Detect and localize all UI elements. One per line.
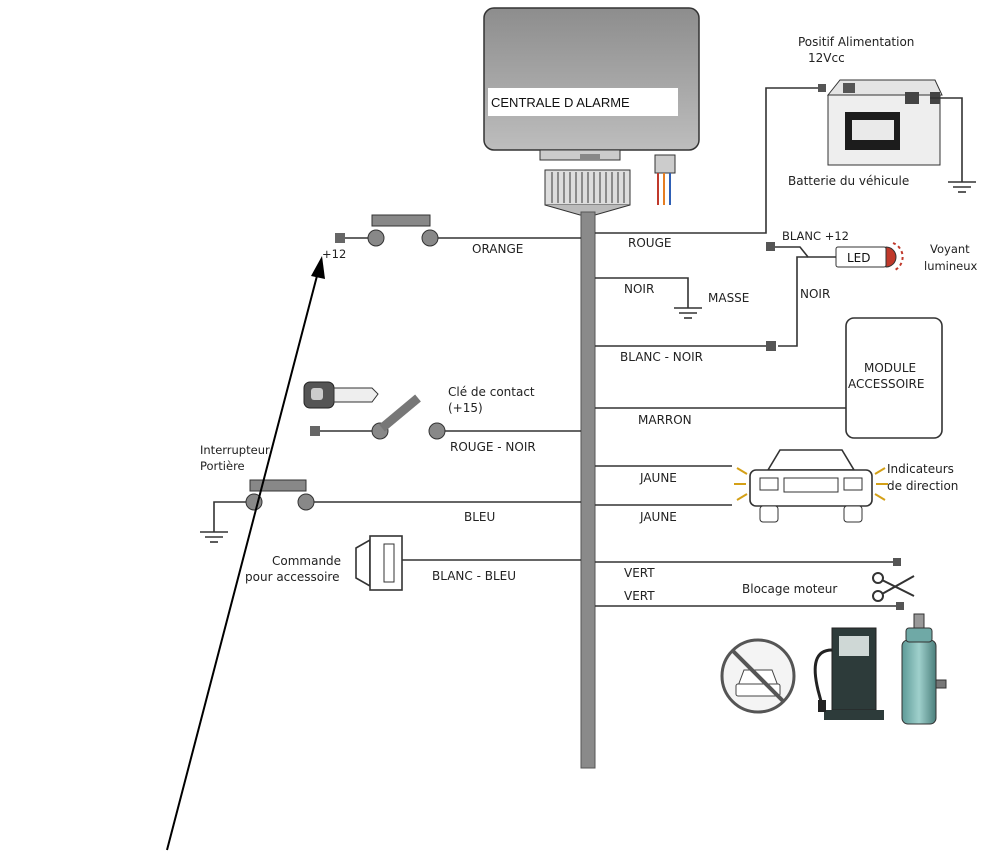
noir-masse-wire — [595, 277, 689, 308]
door-switch: Interrupteur Portière — [200, 443, 581, 543]
annotation-arrow — [166, 256, 325, 851]
rouge-wire — [595, 87, 822, 234]
engine-block-label: Blocage moteur — [742, 582, 837, 596]
vert-label-1: VERT — [624, 566, 655, 580]
rouge-label: ROUGE — [628, 236, 671, 250]
vehicle-battery: Positif Alimentation 12Vcc Batterie du v… — [788, 35, 976, 193]
door-switch-line2: Portière — [200, 459, 245, 473]
door-switch-line1: Interrupteur — [200, 443, 270, 457]
rouge-noir-label: ROUGE - NOIR — [450, 440, 536, 454]
orange-label: ORANGE — [472, 242, 523, 256]
battery-title-line2: 12Vcc — [808, 51, 845, 65]
battery-title-line1: Positif Alimentation — [798, 35, 914, 49]
noir-label: NOIR — [624, 282, 654, 296]
led-indicator: BLANC +12 LED Voyant lumineux NOIR — [766, 229, 978, 347]
indicators-line1: Indicateurs — [887, 462, 954, 476]
accessory-command: Commande pour accessoire — [245, 535, 581, 591]
plus12-label: +12 — [322, 247, 346, 261]
car-front-icon — [734, 449, 888, 523]
scissors-icon — [872, 572, 915, 602]
main-harness-trunk — [580, 211, 596, 769]
key-icon — [303, 381, 379, 409]
accessory-command-line2: pour accessoire — [245, 570, 339, 584]
jaune-label-1: JAUNE — [639, 471, 677, 485]
led-supply-label: BLANC +12 — [782, 229, 849, 243]
fuel-pump-icon — [813, 627, 884, 720]
no-car-sign-icon — [720, 638, 796, 714]
blanc-noir-label: BLANC - NOIR — [620, 350, 703, 364]
plus12-switch: +12 — [322, 214, 581, 261]
ignition-key-switch: Clé de contact (+15) — [303, 381, 581, 440]
accessory-command-line1: Commande — [272, 554, 341, 568]
alarm-control-unit: CENTRALE D ALARME — [483, 7, 700, 216]
vert-label-2: VERT — [624, 589, 655, 603]
ignition-line2: (+15) — [448, 401, 483, 415]
led-noir-label: NOIR — [800, 287, 830, 301]
led-title-line1: Voyant — [930, 242, 970, 256]
led-title-line2: lumineux — [924, 259, 978, 273]
accessory-module-line1: MODULE — [864, 361, 916, 375]
ignition-line1: Clé de contact — [448, 385, 535, 399]
marron-label: MARRON — [638, 413, 692, 427]
ignition-coil-icon — [901, 613, 947, 725]
led-label: LED — [847, 251, 871, 265]
accessory-module-line2: ACCESSOIRE — [848, 377, 924, 391]
relay-icon — [355, 535, 403, 591]
blanc-bleu-label: BLANC - BLEU — [432, 569, 516, 583]
indicators-line2: de direction — [887, 479, 958, 493]
masse-label: MASSE — [708, 291, 749, 305]
alarm-unit-label: CENTRALE D ALARME — [491, 95, 630, 110]
battery-caption: Batterie du véhicule — [788, 174, 909, 188]
bleu-label: BLEU — [464, 510, 495, 524]
jaune-label-2: JAUNE — [639, 510, 677, 524]
accessory-module-box — [845, 317, 943, 439]
